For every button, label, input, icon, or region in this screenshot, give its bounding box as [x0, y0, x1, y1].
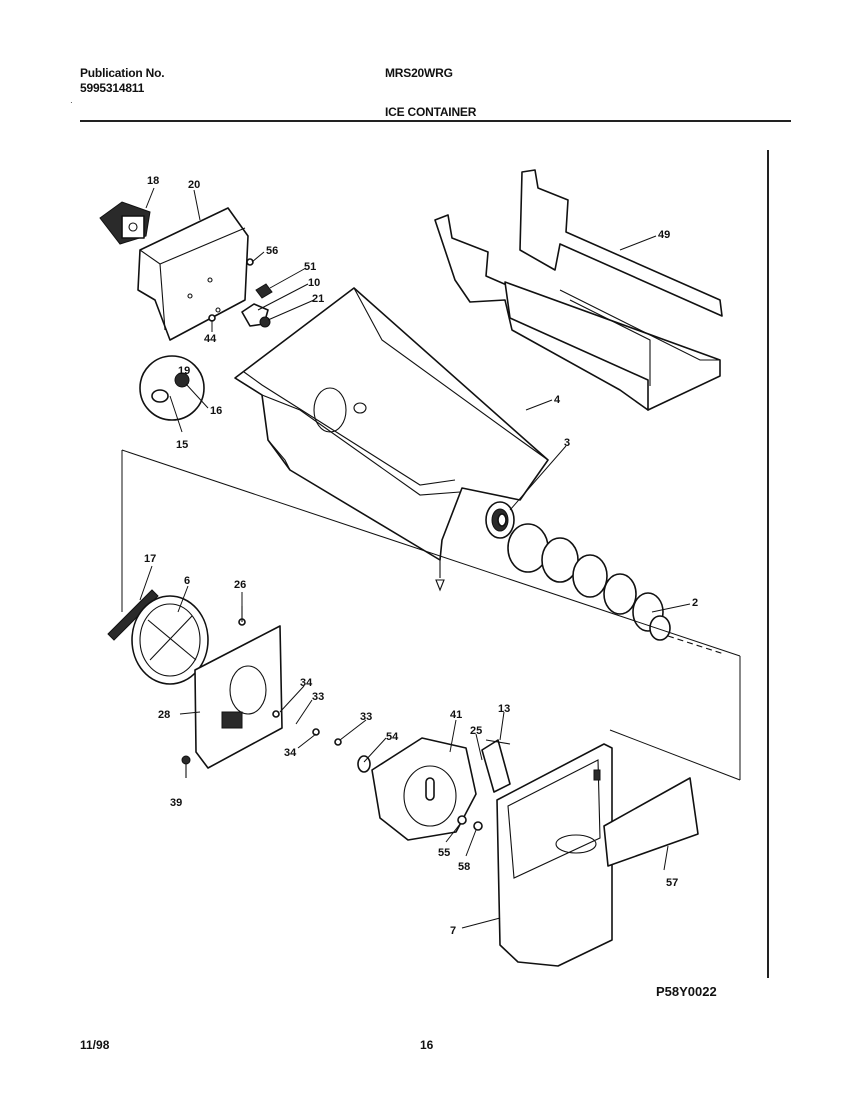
front-cover-7 — [496, 743, 699, 967]
callout-41: 41 — [450, 709, 462, 721]
drive-motor-41 — [357, 737, 483, 841]
stray-mark: · — [70, 98, 73, 107]
callout-44: 44 — [204, 333, 217, 345]
callout-7: 7 — [450, 925, 456, 937]
section-title: ICE CONTAINER — [385, 105, 477, 119]
assembly-outline — [121, 449, 741, 781]
callout-21: 21 — [312, 293, 324, 305]
impeller-6 — [107, 589, 209, 685]
callout-16: 16 — [210, 405, 222, 417]
callout-58: 58 — [458, 861, 470, 873]
callout-28: 28 — [158, 709, 170, 721]
model-number: MRS20WRG — [385, 66, 453, 80]
callout-57: 57 — [666, 877, 678, 889]
small-parts-top — [208, 258, 273, 328]
mounting-plate-28 — [194, 606, 283, 769]
callout-55: 55 — [438, 847, 450, 859]
callout-2: 2 — [692, 597, 698, 609]
fasteners — [181, 710, 342, 778]
callout-10: 10 — [308, 277, 320, 289]
callout-19: 19 — [178, 365, 190, 377]
margin-rule — [767, 150, 769, 978]
callout-25: 25 — [470, 725, 482, 737]
callout-33-upper: 33 — [312, 691, 324, 703]
callout-labels: 18 20 56 51 10 21 44 49 4 3 2 19 16 15 1… — [144, 175, 698, 937]
bearing-3 — [485, 501, 515, 539]
callout-49: 49 — [658, 229, 670, 241]
callout-34-upper: 34 — [300, 677, 313, 689]
publication-label: Publication No. — [80, 66, 165, 80]
callout-39: 39 — [170, 797, 182, 809]
bracket-assembly-49 — [434, 169, 723, 411]
callout-15: 15 — [176, 439, 188, 451]
header-rule — [80, 120, 791, 122]
callout-54: 54 — [386, 731, 399, 743]
callout-56: 56 — [266, 245, 278, 257]
callout-18: 18 — [147, 175, 159, 187]
callout-20: 20 — [188, 179, 200, 191]
footer-date: 11/98 — [80, 1038, 110, 1052]
callout-3: 3 — [564, 437, 570, 449]
publication-number: 5995314811 — [80, 81, 145, 95]
page-number: 16 — [420, 1038, 434, 1052]
callout-13: 13 — [498, 703, 510, 715]
motor-bracket-20 — [137, 207, 249, 341]
ice-container-4 — [234, 287, 549, 592]
callout-17: 17 — [144, 553, 156, 565]
diagram-code: P58Y0022 — [656, 984, 717, 999]
switch-18 — [99, 201, 151, 245]
leader-lines — [139, 187, 691, 929]
callout-6: 6 — [184, 575, 190, 587]
detail-inset — [139, 355, 205, 421]
callout-51: 51 — [304, 261, 316, 273]
crusher-arm-13 — [481, 739, 511, 793]
callout-33-lower: 33 — [360, 711, 372, 723]
callout-4: 4 — [554, 394, 561, 406]
auger-2 — [507, 523, 725, 655]
callout-34-lower: 34 — [284, 747, 297, 759]
callout-26: 26 — [234, 579, 246, 591]
